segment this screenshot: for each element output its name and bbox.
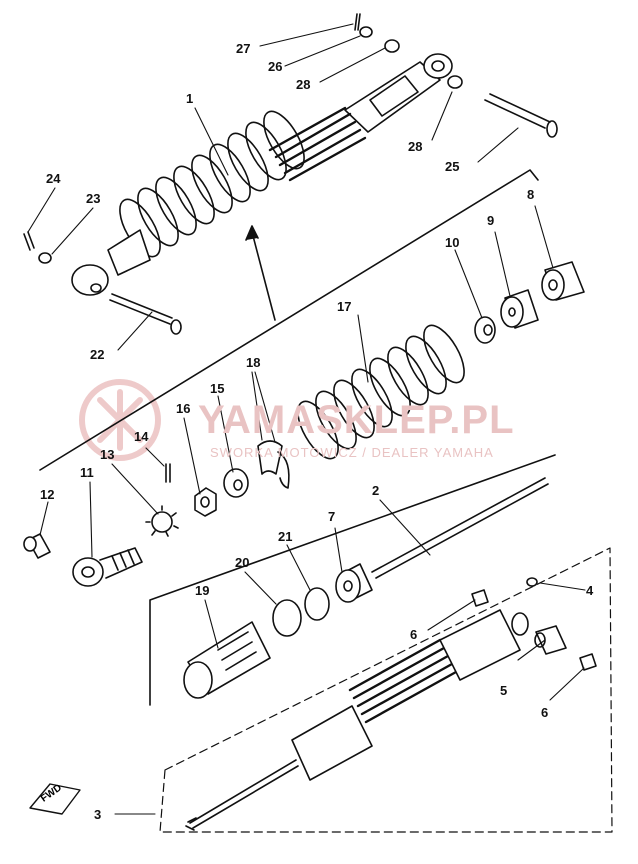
callout-18: 18 [246, 355, 261, 370]
callout-15: 15 [210, 381, 225, 396]
callout-6-lower: 6 [541, 705, 549, 720]
part-11-lower-eye [72, 547, 143, 587]
fwd-arrow-icon [29, 783, 81, 815]
callout-28-left: 28 [296, 77, 311, 92]
callout-22: 22 [90, 347, 105, 362]
callout-28-right: 28 [408, 139, 423, 154]
callout-19: 19 [195, 583, 210, 598]
callout-7: 7 [328, 509, 336, 524]
watermark-title: YAMASKLEP.PL [198, 398, 515, 442]
part-5-joint [534, 625, 567, 655]
callout-23: 23 [86, 191, 101, 206]
part-9-collar [500, 289, 539, 329]
part-14-pin [165, 463, 171, 483]
callout-27: 27 [236, 41, 251, 56]
callout-4: 4 [586, 583, 594, 598]
top-mount-hardware [354, 13, 558, 138]
watermark-subtitle: SWORKA MOTOWICZ / DEALER YAMAHA [210, 445, 494, 460]
callout-5: 5 [500, 683, 508, 698]
callout-11: 11 [80, 465, 94, 480]
callout-13: 13 [100, 447, 115, 462]
callout-17: 17 [337, 299, 352, 314]
part-19-sleeve [183, 621, 271, 699]
part-15-adjuster [223, 468, 249, 498]
callout-10: 10 [445, 235, 460, 250]
part-12-bushing [23, 533, 51, 559]
part-20-ring [272, 599, 302, 637]
assembly-arrowhead [245, 225, 259, 241]
callout-12: 12 [40, 487, 55, 502]
callout-9: 9 [487, 213, 495, 228]
part-2-piston-rod [371, 477, 549, 579]
callout-21: 21 [278, 529, 293, 544]
group-bracket-lower [149, 454, 556, 706]
assembly-arrow [251, 231, 276, 321]
bottom-mount-hardware [23, 231, 182, 335]
part-10-washer [474, 316, 496, 344]
callout-25: 25 [445, 159, 460, 174]
yamaha-logo-watermark [79, 379, 161, 461]
callout-16: 16 [176, 401, 191, 416]
group-bracket-upper [39, 169, 539, 471]
leader-lines [27, 23, 586, 815]
part-13-cam [145, 505, 179, 537]
callout-24: 24 [46, 171, 61, 186]
callout-26: 26 [268, 59, 283, 74]
part-6-bushing-upper [471, 589, 489, 607]
callout-1: 1 [186, 91, 194, 106]
part-21-o-ring [304, 587, 330, 621]
callout-3: 3 [94, 807, 102, 822]
callout-6-upper: 6 [410, 627, 418, 642]
callout-2: 2 [372, 483, 380, 498]
callout-8: 8 [527, 187, 535, 202]
part-4-screw [526, 577, 538, 587]
shock-spring [119, 110, 305, 258]
part-16-nut [194, 487, 217, 517]
part-3-shock-body [185, 609, 529, 831]
part-8-spring-seat [541, 261, 585, 301]
part-6-bushing-lower [579, 653, 597, 671]
part-7-bump-stop [335, 563, 373, 603]
shock-absorber-assembly [71, 53, 453, 296]
callout-14: 14 [134, 429, 149, 444]
part-18-retainer-halves [257, 440, 290, 489]
callout-20: 20 [235, 555, 250, 570]
part-3-dashed-boundary [159, 547, 613, 833]
bump-rubber [268, 106, 367, 182]
part-17-spring [297, 324, 465, 460]
